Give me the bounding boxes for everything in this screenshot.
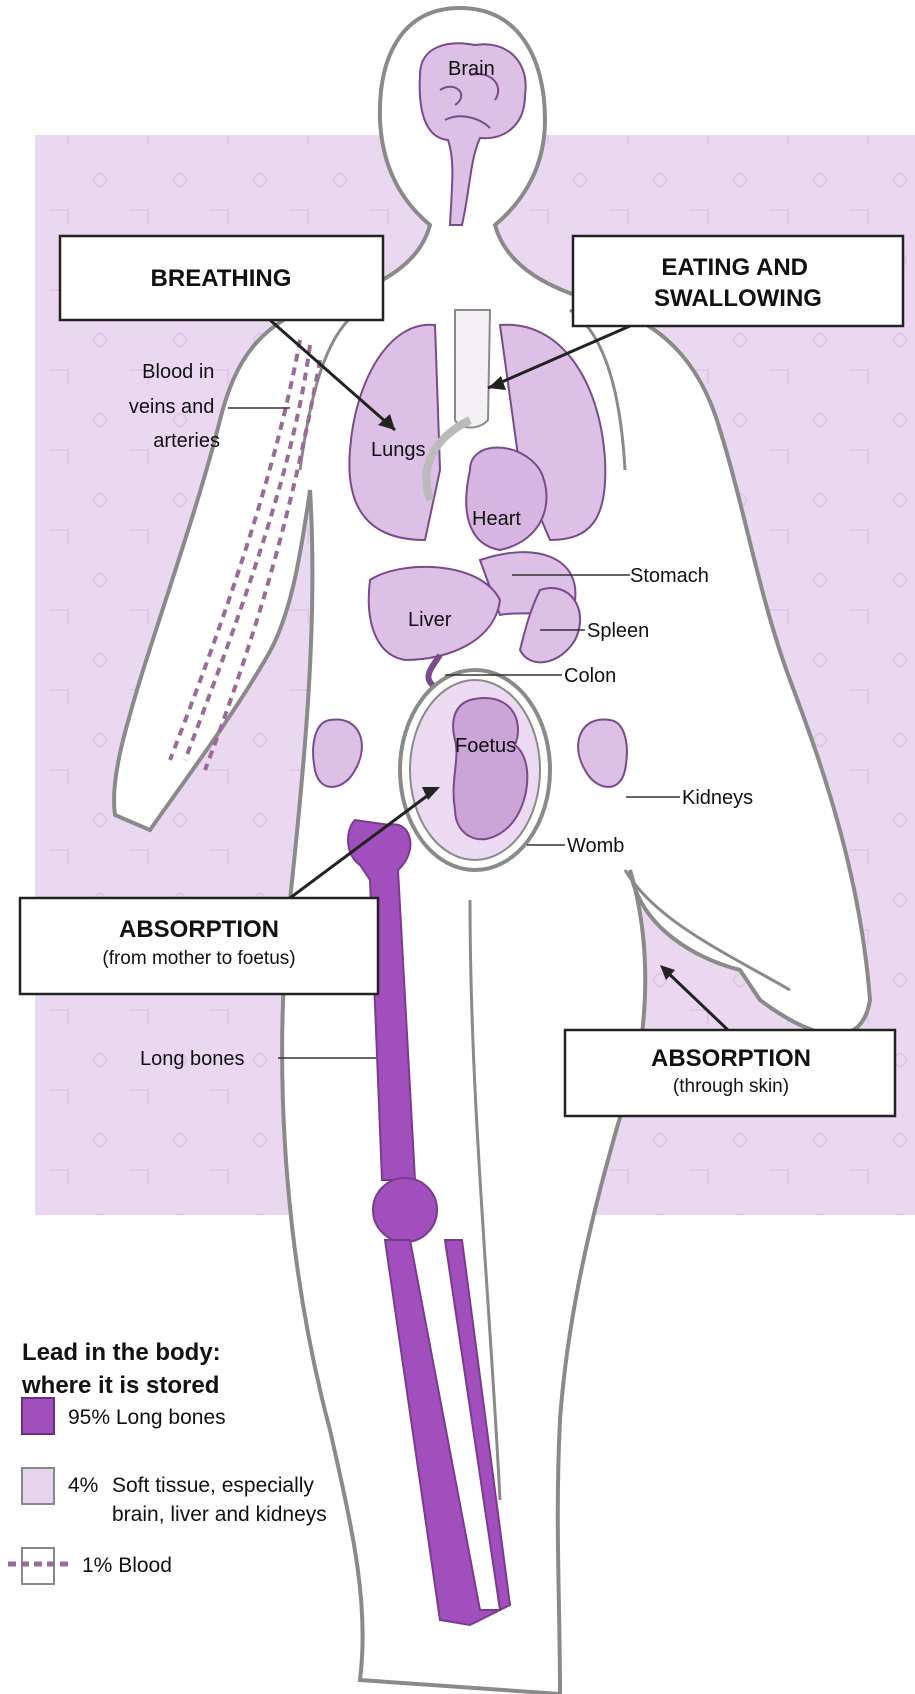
absorption-mother-sub: (from mother to foetus) [102,948,295,969]
legend-swatch-soft-tissue [22,1468,54,1504]
legend-title: Lead in the body: where it is stored [21,1339,227,1399]
womb-label: Womb [567,835,624,857]
legend: Lead in the body: where it is stored 95%… [8,1339,327,1584]
legend-swatch-bones [22,1398,54,1434]
legend-item-blood: 1% Blood [82,1554,172,1577]
absorption-mother-box: ABSORPTION (from mother to foetus) [20,898,378,994]
absorption-skin-title: ABSORPTION [651,1045,811,1072]
eating-box: EATING AND SWALLOWING [573,236,903,326]
kidneys-label: Kidneys [682,787,753,809]
absorption-mother-title: ABSORPTION [119,916,279,943]
breathing-box: BREATHING [60,236,383,320]
stomach-label: Stomach [630,565,709,587]
colon-label: Colon [564,665,616,687]
absorption-skin-sub: (through skin) [673,1076,789,1097]
lungs-label: Lungs [371,439,426,461]
legend-item-bones: 95% Long bones [68,1406,226,1429]
foetus-shape [453,698,527,839]
liver-label: Liver [408,609,452,631]
brain-label: Brain [448,58,495,80]
long-bones-label: Long bones [140,1048,245,1070]
foetus-label: Foetus [455,735,516,757]
heart-label: Heart [472,508,521,530]
absorption-skin-box: ABSORPTION (through skin) [565,1030,895,1116]
breathing-label: BREATHING [151,265,292,292]
legend-item-soft-tissue: 4% Soft tissue, especially brain, liver … [68,1474,327,1526]
spleen-label: Spleen [587,620,649,642]
